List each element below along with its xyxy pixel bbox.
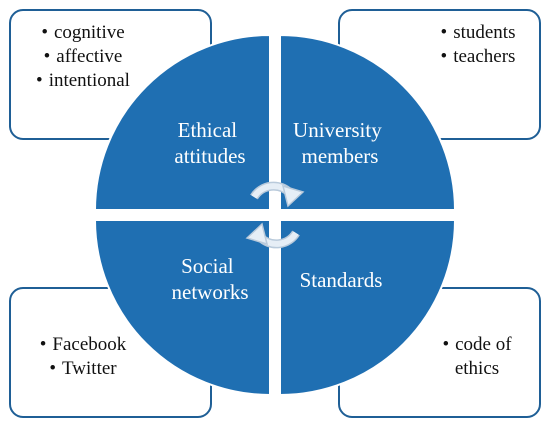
quadrant-top-left-line2: attitudes	[174, 144, 245, 168]
list-item: students	[428, 21, 528, 45]
list-item: cognitive	[23, 21, 143, 45]
cycle-arrows-icon	[245, 181, 305, 249]
quadrant-bottom-left: Social networks	[93, 219, 271, 397]
quadrant-bottom-right: Standards	[279, 219, 457, 397]
quadrant-bottom-right-label: Standards	[300, 268, 383, 292]
quadrant-top-right-shape	[279, 33, 457, 211]
cycle-arrow-top-head	[281, 184, 305, 208]
list-item: Twitter	[23, 357, 143, 381]
list-item: intentional	[23, 69, 143, 93]
quadrant-top-right-line2: members	[302, 144, 379, 168]
list-social-networks: Facebook Twitter	[23, 333, 143, 381]
list-item: teachers	[428, 45, 528, 69]
list-ethical-attitudes: cognitive affective intentional	[23, 21, 143, 93]
quadrant-bottom-right-line1: Standards	[300, 268, 383, 292]
cycle-arrow-bottom-head	[245, 222, 269, 246]
list-standards: code of ethics	[432, 333, 522, 381]
quadrant-top-left-label: Ethical attitudes	[174, 118, 245, 168]
quadrant-bottom-left-line2: networks	[172, 280, 249, 304]
quadrant-bottom-left-label: Social networks	[172, 254, 249, 304]
list-item: code of	[432, 333, 522, 357]
quadrant-top-left-shape	[93, 33, 271, 211]
quadrant-bottom-left-shape	[93, 219, 271, 397]
quadrant-bottom-right-shape	[279, 219, 457, 397]
list-item: ethics	[454, 358, 500, 379]
quadrant-top-left-line1: Ethical	[178, 118, 238, 142]
quadrant-top-right-line1: University	[293, 118, 382, 142]
list-item: affective	[23, 45, 143, 69]
quadrant-bottom-left-line1: Social	[181, 254, 234, 278]
list-item: Facebook	[23, 333, 143, 357]
quadrant-top-left: Ethical attitudes	[93, 33, 271, 211]
list-university-members: students teachers	[428, 21, 528, 69]
quadrant-top-right-label: University members	[293, 118, 387, 168]
quadrant-top-right: University members	[279, 33, 457, 211]
